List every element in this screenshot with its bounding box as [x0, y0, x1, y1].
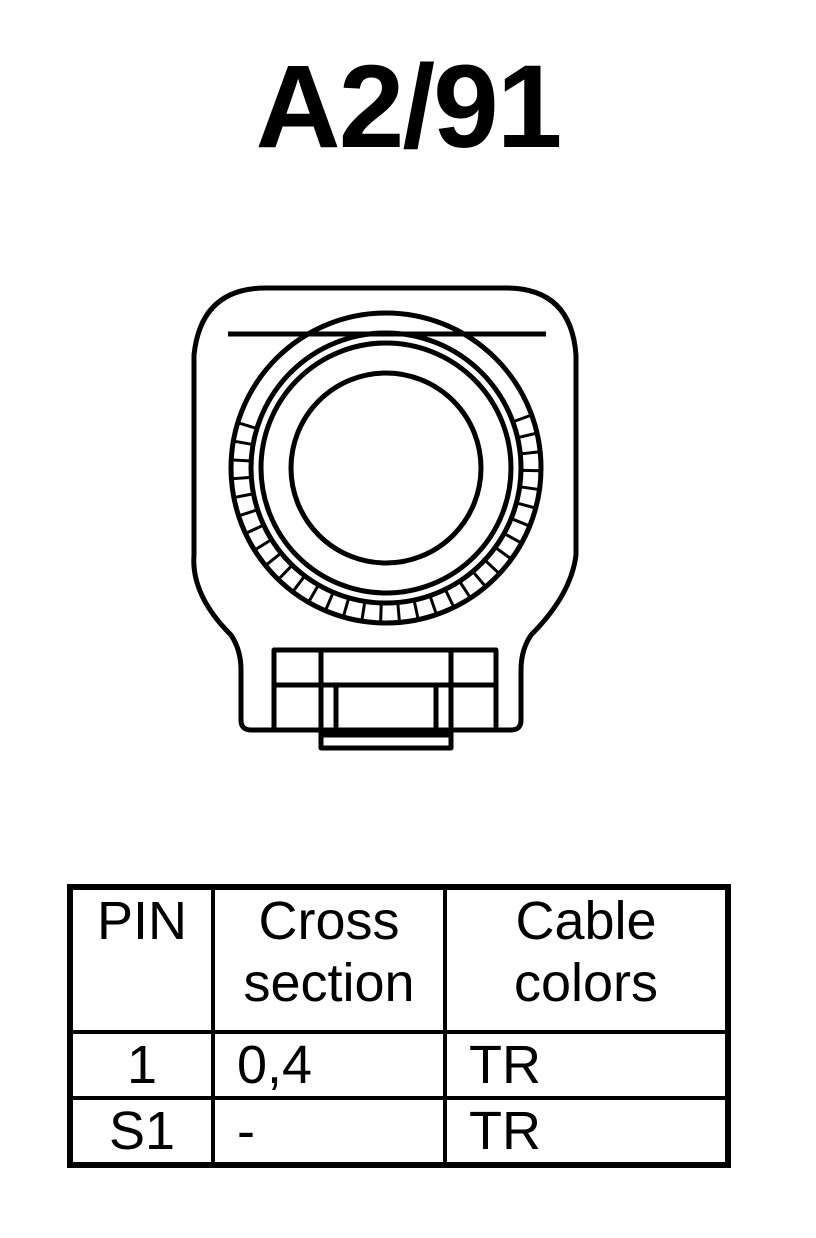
header-pin: PIN	[68, 885, 215, 1034]
pin-cell: S1	[68, 1096, 215, 1167]
knurl-tick	[396, 604, 402, 623]
cable-color-cell: TR	[443, 1030, 730, 1100]
knurl-tick	[253, 539, 271, 552]
knurl-tick	[233, 439, 252, 446]
connector-drawing	[191, 285, 579, 751]
knurl-tick	[519, 431, 538, 439]
table-row: S1 - TR	[68, 1096, 730, 1167]
knurl-tick	[244, 524, 263, 535]
knurl-tick	[517, 502, 537, 510]
connector-housing	[191, 285, 579, 733]
knurl-tick	[360, 603, 367, 622]
connector-title: A2/91	[255, 41, 563, 173]
latch-block	[271, 647, 499, 733]
knurl-tick	[307, 585, 319, 603]
knurl-tick	[231, 476, 250, 481]
knurl-tick	[324, 593, 334, 612]
center-opening	[288, 370, 484, 566]
knurl-tick	[277, 565, 292, 581]
knurl-tick	[459, 582, 472, 599]
knurl-tick	[495, 547, 513, 561]
knurl-tick	[413, 601, 420, 620]
cross-section-cell: 0,4	[211, 1030, 447, 1100]
knurl-tick	[444, 590, 456, 608]
knurled-ring	[228, 310, 544, 626]
knurl-tick	[233, 492, 252, 500]
cable-color-cell: TR	[443, 1096, 730, 1167]
knurl-tick	[341, 599, 350, 618]
knurl-tick	[512, 517, 531, 528]
knurl-tick	[485, 560, 501, 575]
knurl-tick	[237, 421, 256, 430]
knurl-tick	[522, 450, 541, 456]
pin-cell: 1	[68, 1030, 215, 1100]
knurl-tick	[379, 604, 383, 623]
cross-section-cell: -	[211, 1096, 447, 1167]
knurl-tick	[264, 553, 281, 567]
knurl-tick	[429, 597, 438, 616]
knurl-tick	[238, 508, 257, 518]
knurl-tick	[291, 576, 305, 593]
knurl-tick	[514, 413, 533, 423]
knurl-tick	[231, 458, 250, 463]
knurl-tick	[521, 485, 540, 492]
knurl-tick	[505, 533, 523, 545]
knurl-tick	[472, 571, 487, 588]
table-row: 1 0,4 TR	[68, 1030, 730, 1100]
